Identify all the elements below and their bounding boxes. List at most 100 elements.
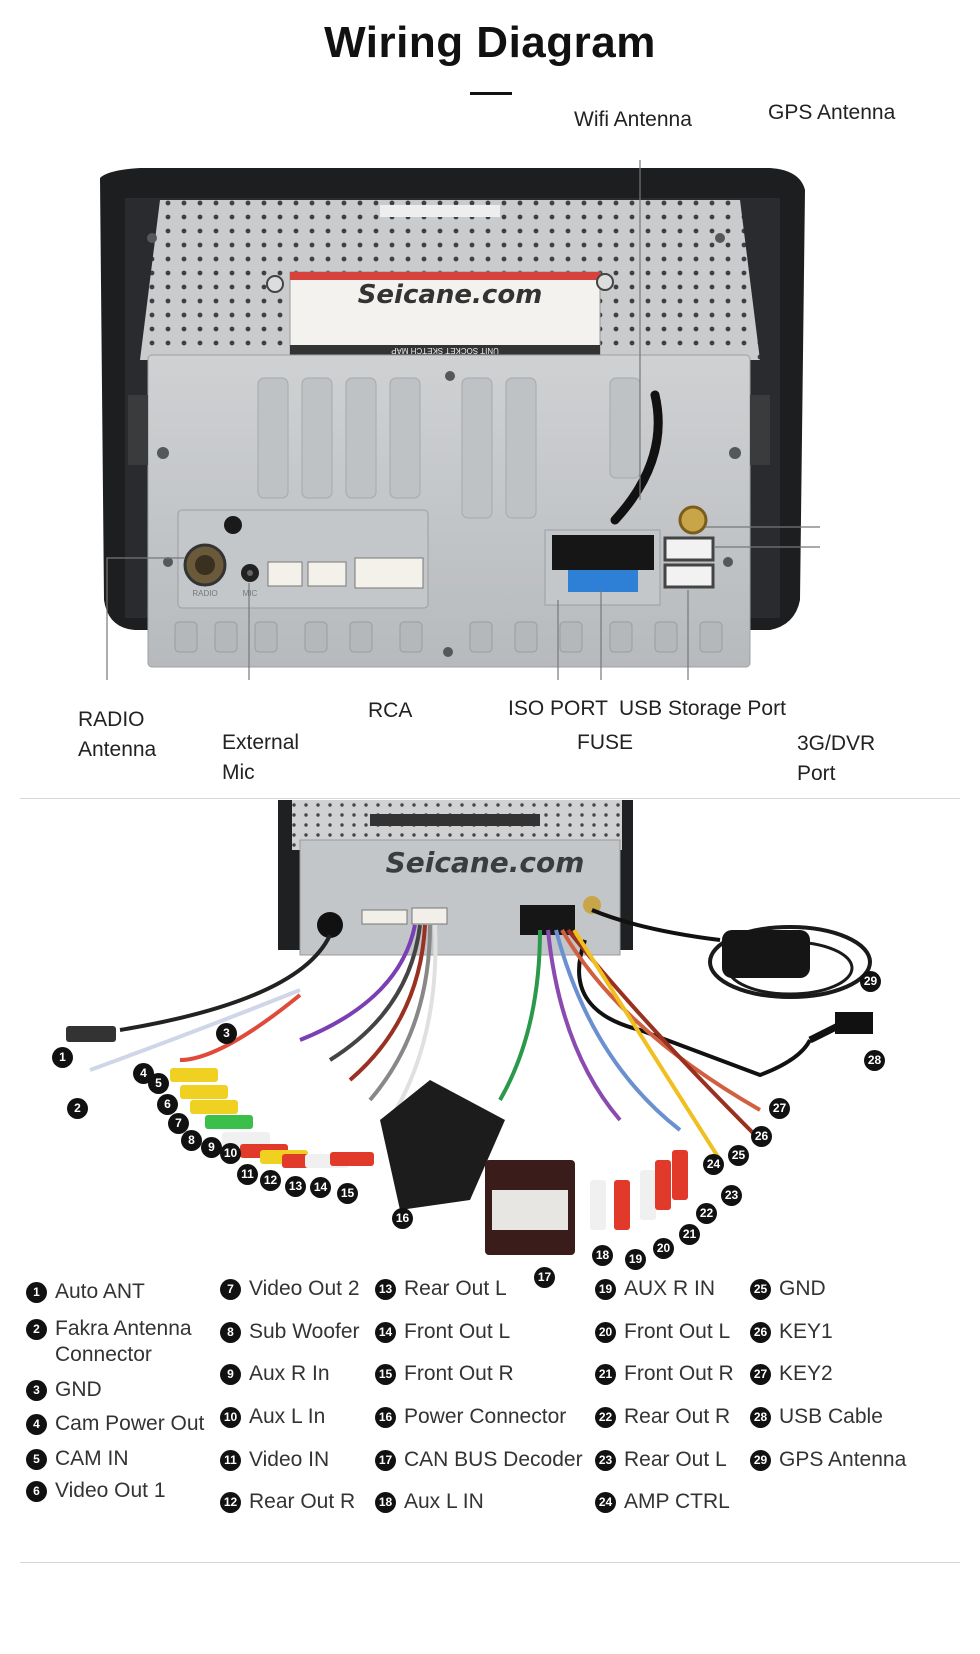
callout-29: 29: [860, 971, 881, 992]
callout-26: 26: [751, 1126, 772, 1147]
callout-9: 9: [201, 1137, 222, 1158]
callout-6: 6: [157, 1094, 178, 1115]
legend-number: 18: [375, 1492, 396, 1513]
legend-number: 29: [750, 1450, 771, 1471]
legend-label: Video Out 2: [249, 1277, 360, 1300]
legend-label: Front Out R: [404, 1362, 514, 1385]
legend-number: 28: [750, 1407, 771, 1428]
legend-label: Front Out R: [624, 1362, 734, 1385]
legend-number: 12: [220, 1492, 241, 1513]
legend-item-16: 16 Power Connector: [375, 1404, 566, 1430]
bottom-divider: [20, 1562, 960, 1563]
legend-number: 13: [375, 1279, 396, 1300]
callout-10: 10: [220, 1143, 241, 1164]
callout-19: 19: [625, 1249, 646, 1270]
label-gps-antenna: GPS Antenna: [768, 101, 896, 124]
legend-number: 26: [750, 1322, 771, 1343]
legend-item-15: 15 Front Out R: [375, 1361, 514, 1387]
legend-item-7: 7 Video Out 2: [220, 1276, 360, 1302]
legend-item-28: 28 USB Cable: [750, 1404, 883, 1430]
legend-item-3: 3 GND: [26, 1377, 102, 1403]
section-divider: [20, 798, 960, 799]
callout-2: 2: [67, 1098, 88, 1119]
legend-label: AUX R IN: [624, 1277, 716, 1300]
legend-label: GND: [55, 1378, 102, 1401]
legend-item-27: 27 KEY2: [750, 1361, 833, 1387]
legend-number: 24: [595, 1492, 616, 1513]
callout-12: 12: [260, 1170, 281, 1191]
legend-label: Aux L IN: [404, 1490, 484, 1513]
seicane-logo-top: Seicane.com: [358, 280, 543, 310]
legend-number: 27: [750, 1364, 771, 1385]
legend-label: Cam Power Out: [55, 1412, 205, 1435]
callout-22: 22: [696, 1203, 717, 1224]
legend-item-23: 23 Rear Out L: [595, 1447, 727, 1473]
legend-item-19: 19 AUX R IN: [595, 1276, 715, 1302]
legend-label: Rear Out L: [404, 1277, 507, 1300]
callout-23: 23: [721, 1185, 742, 1206]
legend-label: Rear Out R: [249, 1490, 356, 1513]
legend-item-6: 6 Video Out 1: [26, 1478, 166, 1504]
legend-label: Sub Woofer: [249, 1320, 360, 1343]
legend-number: 3: [26, 1380, 47, 1401]
callout-13: 13: [285, 1176, 306, 1197]
page-title: Wiring Diagram: [324, 18, 656, 67]
callout-17: 17: [534, 1267, 555, 1288]
legend-label: Front Out L: [404, 1320, 511, 1343]
callout-7: 7: [168, 1113, 189, 1134]
legend-label: GND: [779, 1277, 826, 1300]
legend-label: Rear Out R: [624, 1405, 731, 1428]
head-unit-rear-photo: Seicane.com UNIT SOCKET SKETCH MAP RADIO…: [100, 160, 820, 680]
legend-label: AMP CTRL: [624, 1490, 730, 1513]
legend-item-25: 25 GND: [750, 1276, 826, 1302]
label-rca: RCA: [368, 699, 413, 722]
legend-item-22: 22 Rear Out R: [595, 1404, 730, 1430]
legend-label: CAM IN: [55, 1447, 129, 1470]
legend-item-24: 24 AMP CTRL: [595, 1489, 730, 1515]
legend-number: 5: [26, 1449, 47, 1470]
callout-25: 25: [728, 1145, 749, 1166]
callout-5: 5: [148, 1073, 169, 1094]
callout-14: 14: [310, 1177, 331, 1198]
legend-number: 2: [26, 1319, 47, 1340]
label-radio-antenna: RADIO Antenna: [78, 708, 157, 761]
legend-number: 7: [220, 1279, 241, 1300]
legend-item-2: 2 Fakra Antenna Connector: [26, 1316, 192, 1368]
legend-item-29: 29 GPS Antenna: [750, 1447, 906, 1473]
callout-18: 18: [592, 1245, 613, 1266]
legend-number: 9: [220, 1364, 241, 1385]
label-iso-port: ISO PORT: [508, 697, 608, 720]
legend-number: 4: [26, 1414, 47, 1435]
label-fuse: FUSE: [577, 731, 634, 754]
legend-number: 21: [595, 1364, 616, 1385]
legend-item-21: 21 Front Out R: [595, 1361, 734, 1387]
legend-item-18: 18 Aux L IN: [375, 1489, 484, 1515]
legend-number: 15: [375, 1364, 396, 1385]
legend-item-4: 4 Cam Power Out: [26, 1411, 204, 1437]
legend-label: KEY2: [779, 1362, 833, 1385]
legend-item-11: 11 Video IN: [220, 1447, 329, 1473]
label-external-mic: External Mic: [222, 731, 300, 784]
legend-number: 25: [750, 1279, 771, 1300]
legend-number: 8: [220, 1322, 241, 1343]
callout-15: 15: [337, 1183, 358, 1204]
legend-label: Power Connector: [404, 1405, 567, 1428]
legend-label: Aux L In: [249, 1405, 326, 1428]
legend-item-12: 12 Rear Out R: [220, 1489, 355, 1515]
legend-number: 10: [220, 1407, 241, 1428]
label-wifi-antenna: Wifi Antenna: [574, 108, 692, 131]
legend-number: 20: [595, 1322, 616, 1343]
callout-28: 28: [864, 1050, 885, 1071]
label-usb-storage-port: USB Storage Port: [619, 697, 786, 720]
seicane-logo-bottom: Seicane.com: [386, 846, 585, 879]
callout-21: 21: [679, 1224, 700, 1245]
legend-number: 14: [375, 1322, 396, 1343]
legend-label: CAN BUS Decoder: [404, 1448, 583, 1471]
legend-number: 11: [220, 1450, 241, 1471]
legend-item-20: 20 Front Out L: [595, 1319, 730, 1345]
legend-item-26: 26 KEY1: [750, 1319, 833, 1345]
legend-label: KEY1: [779, 1320, 833, 1343]
wiring-harness-photo: Seicane.com: [66, 800, 873, 1255]
label-3g-dvr-port: 3G/DVR Port: [797, 732, 876, 785]
callout-20: 20: [653, 1238, 674, 1259]
